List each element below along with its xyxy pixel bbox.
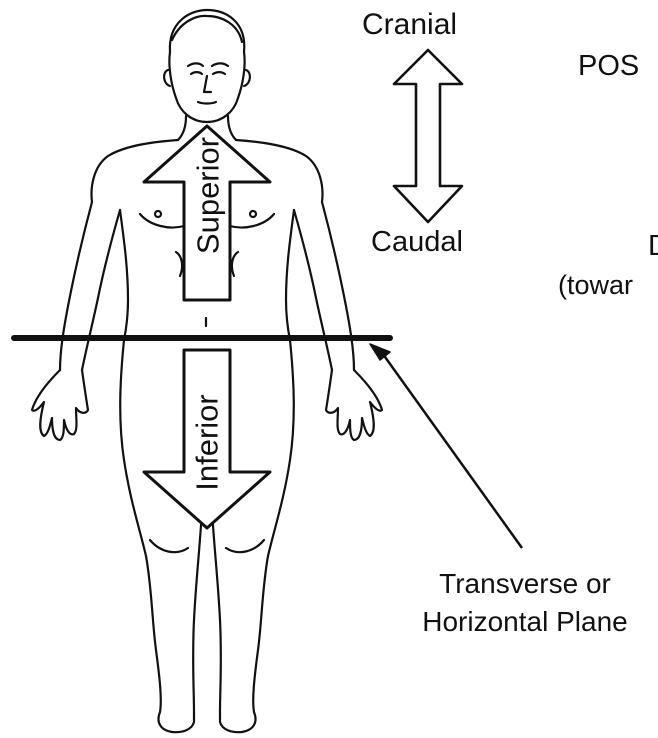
plane-caption-line2: Horizontal Plane — [380, 603, 658, 641]
cranial-caudal-double-arrow — [394, 50, 462, 222]
inferior-label: Inferior — [192, 383, 223, 503]
human-figure-left-arm — [60, 202, 120, 370]
human-figure-feet — [159, 712, 256, 732]
direction-label-partial: D — [648, 232, 658, 261]
plane-caption-line1: Transverse or — [380, 565, 658, 603]
human-figure-right-arm — [294, 202, 354, 370]
position-heading-partial: POS — [578, 52, 639, 81]
toward-label-partial: (towar — [558, 272, 633, 299]
cranial-label: Cranial — [362, 10, 457, 40]
caudal-label: Caudal — [371, 228, 463, 257]
plane-pointer-arrowhead — [370, 344, 390, 360]
human-figure-left-hand — [32, 370, 88, 440]
plane-pointer-line — [380, 350, 522, 548]
plane-caption: Transverse or Horizontal Plane — [380, 565, 658, 641]
superior-label: Superior — [193, 131, 224, 261]
human-figure-right-hand — [326, 370, 382, 440]
